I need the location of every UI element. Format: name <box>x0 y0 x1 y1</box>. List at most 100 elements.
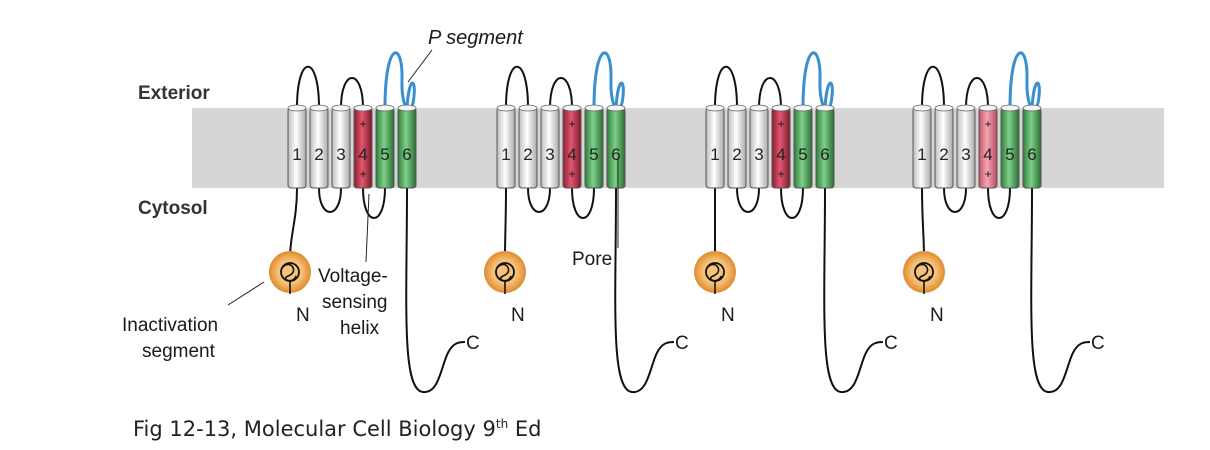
n-terminus-label: N <box>930 305 944 326</box>
positive-charge: + <box>984 117 991 131</box>
helix-number: 3 <box>545 145 554 164</box>
helix-cap <box>540 104 560 112</box>
inactivation-coil-turns <box>281 263 297 282</box>
intracellular-loop <box>362 187 386 219</box>
helix-number: 2 <box>314 145 323 164</box>
helix-cap <box>1000 104 1020 112</box>
inactivation-ball <box>903 251 945 293</box>
helix-cap <box>309 104 329 112</box>
extracellular-loop <box>758 77 782 109</box>
helix-number: 4 <box>983 145 992 164</box>
helix-number: 2 <box>523 145 532 164</box>
c-terminal-chain <box>614 187 675 393</box>
helix-cap <box>956 104 976 112</box>
helix-number: 5 <box>380 145 389 164</box>
n-terminal-chain <box>504 187 507 259</box>
helix-cap <box>562 104 582 112</box>
voltage-sensing-leader <box>365 193 370 263</box>
inactivation-ball <box>269 251 311 293</box>
helix-number: 1 <box>710 145 719 164</box>
positive-charge: + <box>568 167 575 181</box>
helix-number: 6 <box>402 145 411 164</box>
intracellular-loop <box>736 187 760 213</box>
helix-cap <box>912 104 932 112</box>
inactivation-ball <box>694 251 736 293</box>
voltage-sensing-label-line3: helix <box>340 318 380 339</box>
helix-number: 3 <box>961 145 970 164</box>
exterior-label: Exterior <box>138 83 210 104</box>
helix-number: 5 <box>798 145 807 164</box>
voltage-sensing-label-line1: Voltage- <box>318 266 388 287</box>
helix-cap <box>353 104 373 112</box>
n-terminus-label: N <box>296 305 310 326</box>
inactivation-ball <box>484 251 526 293</box>
positive-charge: + <box>777 167 784 181</box>
helix-cap <box>705 104 725 112</box>
intracellular-loop <box>318 187 342 213</box>
positive-charge: + <box>984 167 991 181</box>
caption-text: Fig 12-13, Molecular Cell Biology 9 <box>133 417 496 441</box>
figure-caption: Fig 12-13, Molecular Cell Biology 9th Ed <box>133 417 541 441</box>
helix-number: 5 <box>589 145 598 164</box>
cytosol-label: Cytosol <box>138 198 208 219</box>
caption-suffix: Ed <box>508 417 542 441</box>
n-terminus-label: N <box>721 305 735 326</box>
c-terminus-label: C <box>675 333 689 354</box>
helix-number: 6 <box>611 145 620 164</box>
helix-number: 4 <box>776 145 785 164</box>
inactivation-leader <box>227 281 265 306</box>
c-terminus-label: C <box>884 333 898 354</box>
helix-number: 3 <box>336 145 345 164</box>
inactivation-coil-turns <box>706 263 722 282</box>
extracellular-loop <box>965 77 989 109</box>
helix-number: 1 <box>501 145 510 164</box>
extracellular-loop <box>549 77 573 109</box>
helix-number: 4 <box>567 145 576 164</box>
helix-number: 5 <box>1005 145 1014 164</box>
extracellular-loop <box>340 77 364 109</box>
n-terminal-chain <box>921 187 925 259</box>
extracellular-loop <box>296 65 320 109</box>
helix-number: 1 <box>917 145 926 164</box>
extracellular-loop <box>921 65 945 109</box>
caption-superscript: th <box>495 417 509 431</box>
positive-charge: + <box>359 117 366 131</box>
inactivation-coil-turns <box>496 263 512 282</box>
p-segment-label: P segment <box>428 27 524 49</box>
helix-cap <box>771 104 791 112</box>
helix-cap <box>793 104 813 112</box>
positive-charge: + <box>359 167 366 181</box>
helix-cap <box>934 104 954 112</box>
p-segment-leader <box>407 49 433 83</box>
p-segment-loop <box>383 51 416 111</box>
intracellular-loop <box>780 187 804 219</box>
helix-number: 2 <box>939 145 948 164</box>
c-terminal-chain <box>1030 187 1091 393</box>
helix-cap <box>496 104 516 112</box>
intracellular-loop <box>527 187 551 213</box>
extracellular-loop <box>714 65 738 109</box>
p-segment-loop <box>1008 51 1041 111</box>
helix-cap <box>978 104 998 112</box>
helix-number: 3 <box>754 145 763 164</box>
voltage-sensing-label-line2: sensing <box>322 292 388 313</box>
intracellular-loop <box>571 187 595 219</box>
n-terminal-chain <box>289 187 298 259</box>
helix-number: 6 <box>1027 145 1036 164</box>
helix-cap <box>606 104 626 112</box>
intracellular-loop <box>987 187 1011 219</box>
positive-charge: + <box>777 117 784 131</box>
helix-cap <box>518 104 538 112</box>
helix-number: 4 <box>358 145 367 164</box>
inactivation-label-line2: segment <box>142 341 216 362</box>
helix-number: 2 <box>732 145 741 164</box>
p-segment-loop <box>801 51 834 111</box>
pore-label: Pore <box>572 249 612 270</box>
c-terminal-chain <box>405 187 466 393</box>
helix-cap <box>749 104 769 112</box>
